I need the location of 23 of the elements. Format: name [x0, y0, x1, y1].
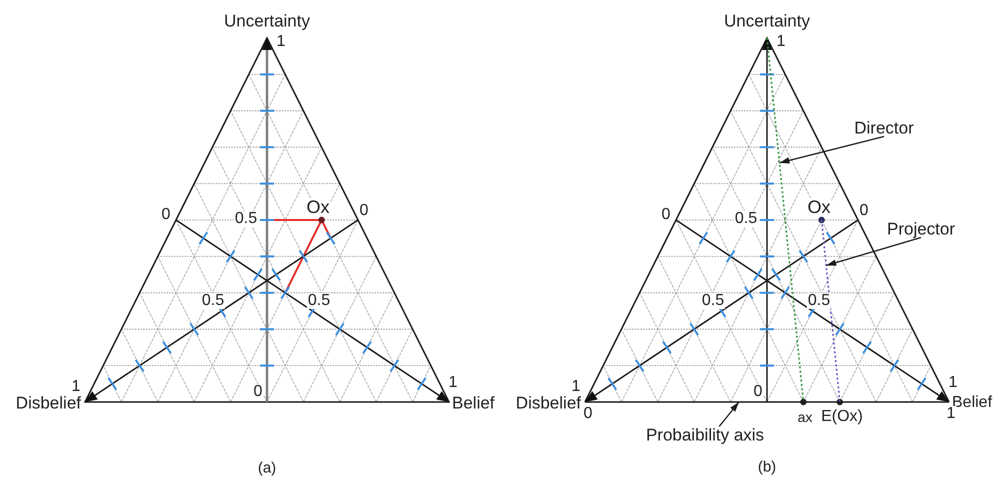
tick-label: 0.5: [306, 293, 332, 309]
point-label: Ox: [806, 198, 832, 216]
tick-label: 0.5: [700, 293, 726, 309]
annotation-label: Projector: [886, 220, 956, 238]
axis-title: Uncertainty: [224, 12, 310, 30]
tick-label: 0.5: [734, 211, 758, 227]
leader-line: [779, 136, 884, 164]
axis-line: [585, 401, 949, 403]
point-label: Ox: [306, 198, 330, 216]
annotation-label: Probaibility axis: [646, 426, 764, 444]
annotation-label: Director: [854, 120, 914, 136]
axis-title: Belief: [452, 394, 495, 412]
tick-label: 0.5: [200, 293, 226, 309]
tick-label: 0.5: [234, 211, 258, 227]
leader-line: [826, 236, 922, 266]
tick-label: 0.5: [806, 293, 832, 309]
axis-title: Disbelief: [516, 394, 581, 412]
axis-title: Uncertainty: [724, 12, 810, 30]
leader-line: [718, 402, 740, 427]
panel-caption: (b): [758, 460, 776, 474]
panel-caption: (a): [258, 460, 276, 476]
axis-title: Disbelief: [16, 394, 81, 412]
point-label: E(Ox): [820, 409, 864, 425]
